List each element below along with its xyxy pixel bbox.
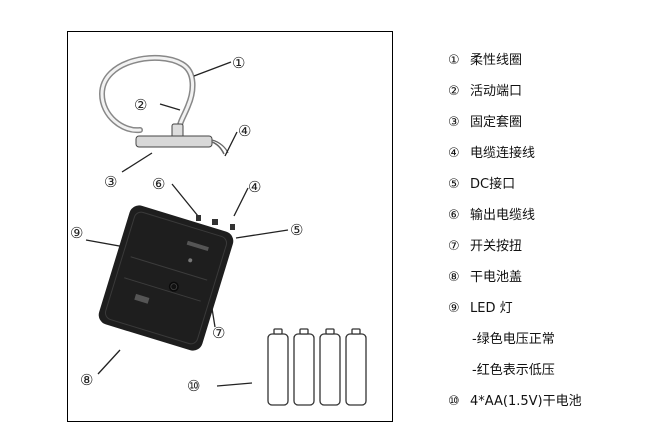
legend-item: ⑦ 开关按扭 [448, 236, 643, 267]
legend-label: -绿色电压正常 [472, 332, 555, 347]
legend-item: ① 柔性线圈 [448, 50, 643, 81]
legend-label: 开关按扭 [470, 239, 523, 254]
legend-item: ② 活动端口 [448, 81, 643, 112]
legend-item: ⑥ 输出电缆线 [448, 205, 643, 236]
callout-battery-cover: ⑧ [80, 371, 93, 389]
legend-label: -红色表示低压 [472, 363, 555, 378]
legend-label: 4*AA(1.5V)干电池 [470, 394, 582, 409]
batteries [267, 328, 367, 406]
legend-label: 电缆连接线 [470, 146, 536, 161]
callout-fixed-sleeve: ③ [104, 173, 117, 191]
legend-label: 固定套圈 [470, 115, 523, 130]
legend-item: ⑨ LED 灯 [448, 298, 643, 329]
callout-dc-port: ⑤ [290, 221, 303, 239]
callout-cable-connector-upper: ④ [238, 122, 251, 140]
device-diagram-figure: ① ② ③ ④ ⑥ ④ ⑤ ⑨ ⑦ ⑧ ⑩ [67, 31, 393, 422]
callout-led: ⑨ [70, 224, 83, 242]
legend-number: ⑦ [448, 239, 460, 254]
legend-subitem: -绿色电压正常 [448, 329, 643, 360]
legend-subitem: -红色表示低压 [448, 360, 643, 391]
legend: ① 柔性线圈 ② 活动端口 ③ 固定套圈 ④ 电缆连接线 ⑤ DC接口 ⑥ 输出… [448, 50, 643, 422]
fixed-sleeve [135, 123, 229, 155]
legend-item: ③ 固定套圈 [448, 112, 643, 143]
legend-number: ① [448, 53, 460, 68]
legend-number: ⑩ [448, 394, 460, 409]
callout-cable-connector-lower: ④ [248, 178, 261, 196]
callout-switch: ⑦ [212, 324, 225, 342]
legend-number: ③ [448, 115, 460, 130]
legend-label: 柔性线圈 [470, 53, 523, 68]
top-connectors [196, 215, 235, 230]
legend-label: 干电池盖 [470, 270, 523, 285]
legend-item: ⑤ DC接口 [448, 174, 643, 205]
tester-body [98, 205, 234, 351]
legend-number: ⑤ [448, 177, 460, 192]
legend-number: ⑥ [448, 208, 460, 223]
callouts: ① ② ③ ④ ⑥ ④ ⑤ ⑨ ⑦ ⑧ ⑩ [70, 54, 303, 395]
legend-number: ② [448, 84, 460, 99]
device-diagram: ① ② ③ ④ ⑥ ④ ⑤ ⑨ ⑦ ⑧ ⑩ [70, 54, 367, 406]
legend-item: ⑧ 干电池盖 [448, 267, 643, 298]
callout-coil: ① [232, 54, 245, 72]
callout-output-cable: ⑥ [152, 175, 165, 193]
legend-number: ⑧ [448, 270, 460, 285]
legend-item: ④ 电缆连接线 [448, 143, 643, 174]
callout-batteries: ⑩ [187, 377, 200, 395]
flexible-coil [98, 54, 196, 134]
legend-number: ④ [448, 146, 460, 161]
legend-item: ⑩ 4*AA(1.5V)干电池 [448, 391, 643, 422]
legend-number: ⑨ [448, 301, 460, 316]
legend-label: 活动端口 [470, 84, 523, 99]
legend-label: DC接口 [470, 177, 516, 192]
legend-label: LED 灯 [470, 301, 513, 316]
legend-label: 输出电缆线 [470, 208, 536, 223]
callout-active-port: ② [134, 96, 147, 114]
